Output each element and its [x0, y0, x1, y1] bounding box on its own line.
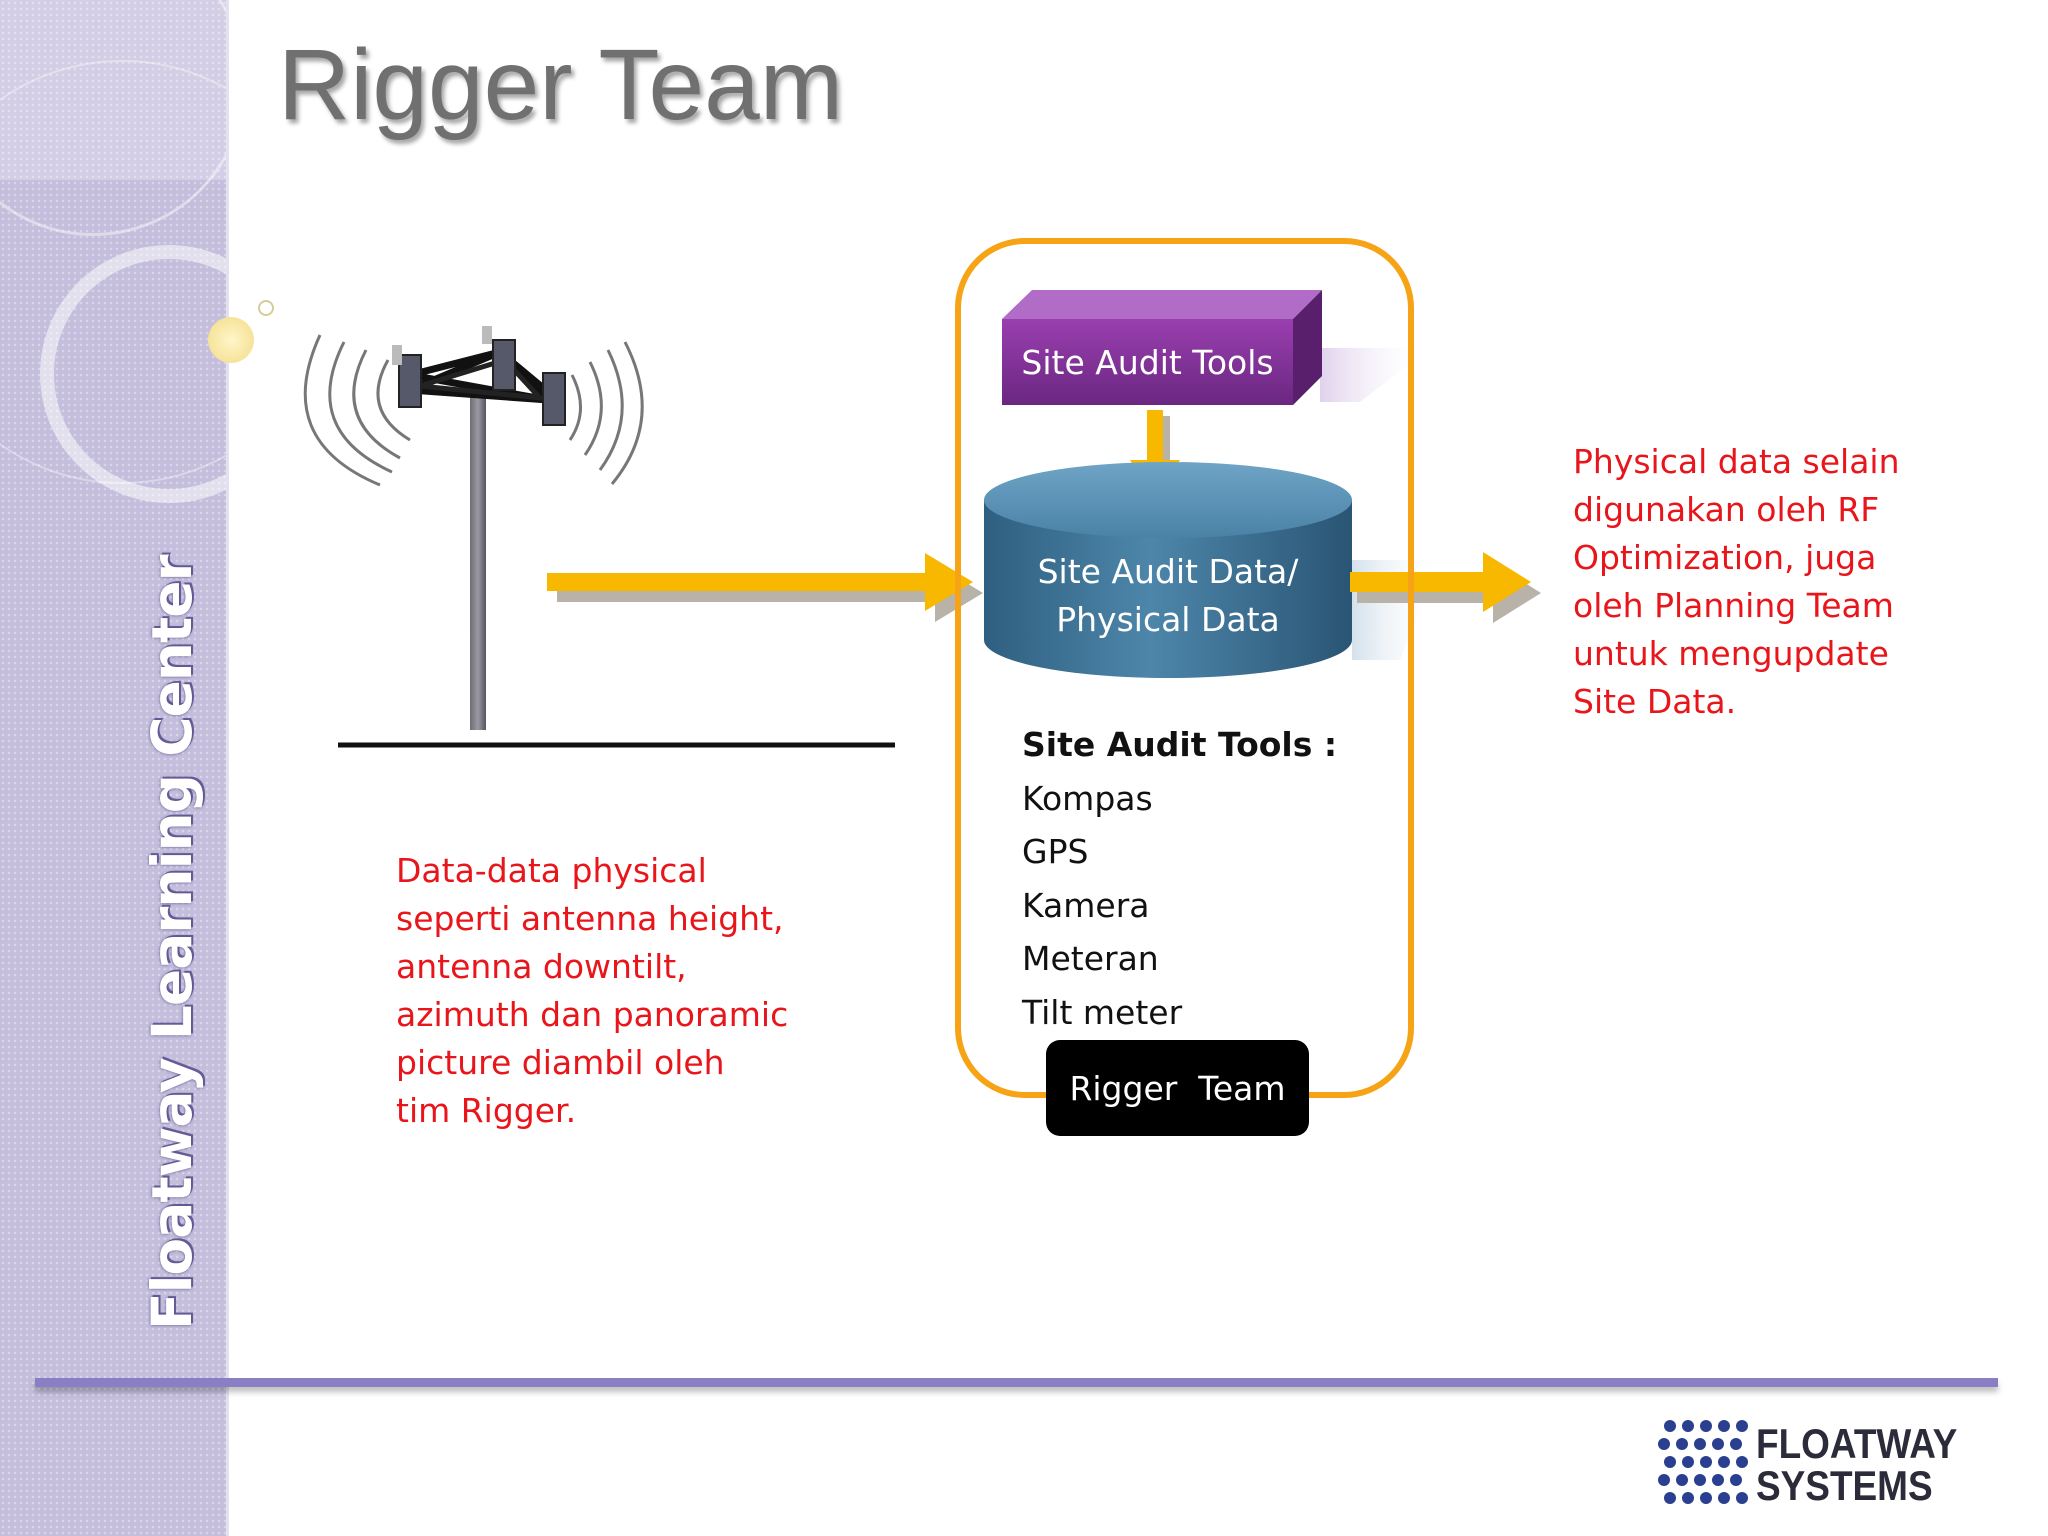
- list-item: Meteran: [1022, 939, 1159, 978]
- site-audit-tools-label: Site Audit Tools: [1021, 342, 1274, 382]
- sidebar-edge: [226, 0, 229, 1536]
- right-note-line: Site Data.: [1573, 682, 1737, 721]
- left-note-line: antenna downtilt,: [396, 947, 687, 986]
- site-audit-tools-box: [1002, 290, 1430, 405]
- decorative-ring: [0, 60, 226, 484]
- tools-list: Site Audit Tools : Kompas GPS Kamera Met…: [1022, 718, 1337, 1039]
- left-note: Data-data physical seperti antenna heigh…: [396, 847, 788, 1135]
- left-note-line: picture diambil oleh: [396, 1043, 725, 1082]
- arrow-to-database: [547, 553, 983, 622]
- right-note-line: Physical data selain: [1573, 442, 1900, 481]
- cell-tower-icon: [303, 326, 644, 730]
- right-note-line: digunakan oleh RF: [1573, 490, 1880, 529]
- sidebar: Floatway Learning Center: [0, 0, 226, 1536]
- slide-title: Rigger Team: [278, 29, 844, 141]
- floatway-logo-icon: [1658, 1420, 1748, 1504]
- arrow-to-note: [1350, 552, 1541, 623]
- left-note-line: tim Rigger.: [396, 1091, 577, 1130]
- list-item: Kompas: [1022, 778, 1153, 818]
- footer-divider: [35, 1378, 1998, 1387]
- decorative-sun: [208, 317, 254, 363]
- logo-line1: FLOATWAY: [1756, 1420, 1958, 1467]
- right-note-line: untuk mengupdate: [1573, 634, 1889, 673]
- floatway-logo-text: FLOATWAY SYSTEMS: [1756, 1423, 1957, 1507]
- database-label-line1: Site Audit Data/: [1037, 552, 1299, 591]
- sidebar-highlight: [0, 0, 226, 180]
- tools-list-heading: Site Audit Tools :: [1022, 725, 1338, 764]
- rigger-team-badge-label: Rigger Team: [1069, 1068, 1286, 1108]
- database-label: Site Audit Data/ Physical Data: [984, 548, 1352, 644]
- list-item: Tilt meter: [1022, 992, 1183, 1032]
- logo-line2: SYSTEMS: [1756, 1462, 1933, 1509]
- right-note-line: oleh Planning Team: [1573, 586, 1894, 625]
- right-note: Physical data selain digunakan oleh RF O…: [1573, 438, 1900, 726]
- left-note-line: seperti antenna height,: [396, 899, 784, 938]
- decorative-dot: [258, 300, 274, 316]
- list-item: GPS: [1022, 832, 1089, 871]
- right-note-line: Optimization, juga: [1573, 538, 1877, 577]
- list-item: Kamera: [1022, 885, 1150, 925]
- left-note-line: azimuth dan panoramic: [396, 995, 789, 1034]
- rigger-team-badge: Rigger Team: [1046, 1040, 1309, 1136]
- database-cylinder: [984, 462, 1440, 678]
- left-note-line: Data-data physical: [396, 851, 707, 890]
- database-label-line2: Physical Data: [1056, 600, 1280, 639]
